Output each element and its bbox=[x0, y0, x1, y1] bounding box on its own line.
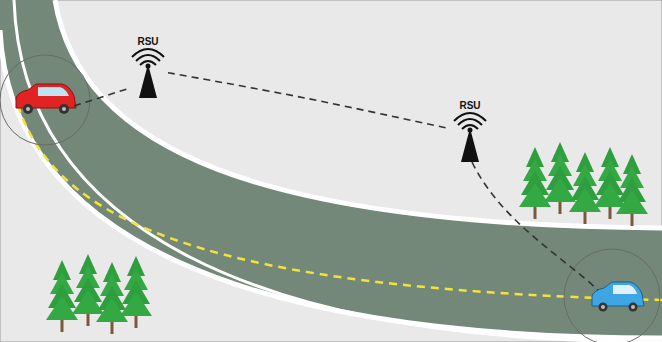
rsu-node: RSU bbox=[128, 38, 168, 100]
link-line bbox=[472, 162, 598, 290]
tree-group bbox=[46, 254, 152, 334]
blue-car bbox=[592, 282, 644, 312]
rsu-tower-symbol bbox=[450, 102, 490, 164]
node-label: RSU bbox=[128, 36, 168, 48]
road-edge bbox=[0, 30, 662, 338]
rsu-tower-symbol bbox=[128, 38, 168, 100]
node-label: RSU bbox=[450, 100, 490, 112]
rsu-node: RSU bbox=[450, 102, 490, 164]
link-line bbox=[74, 88, 130, 106]
range-circle bbox=[564, 249, 660, 342]
dashed-link bbox=[168, 73, 450, 129]
road-edge bbox=[55, 0, 662, 228]
tree-group bbox=[519, 142, 648, 226]
red-car bbox=[16, 84, 76, 114]
range-circle bbox=[0, 55, 90, 145]
